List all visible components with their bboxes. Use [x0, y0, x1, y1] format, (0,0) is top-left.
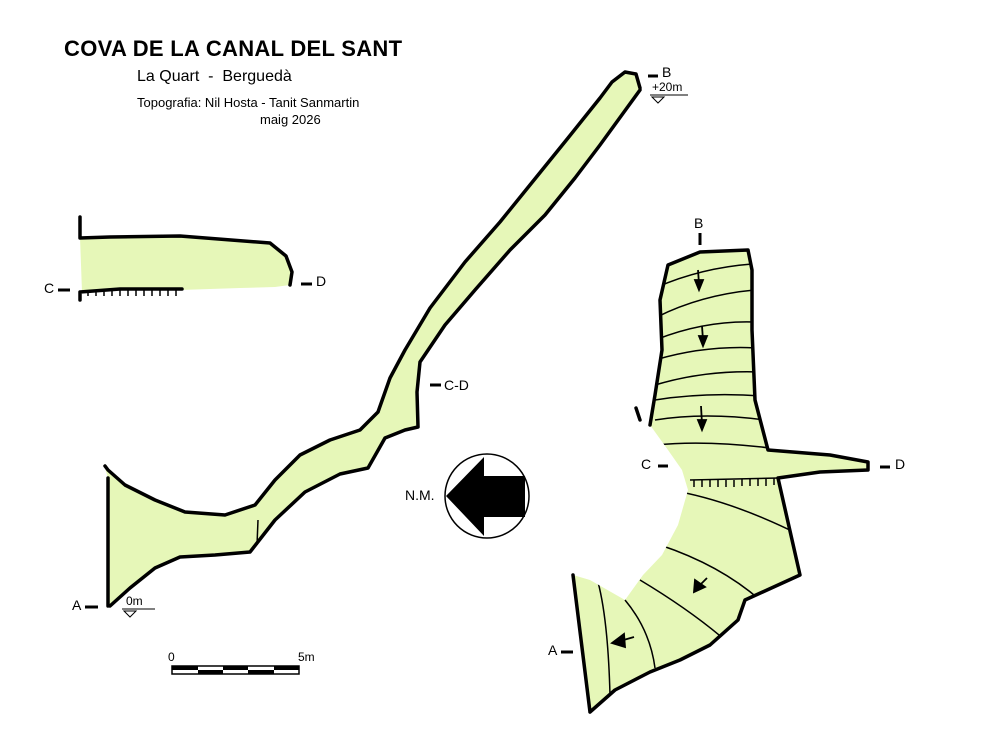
cross-section-hatch: [87, 290, 177, 296]
profile-label-cd: C-D: [444, 377, 469, 393]
profile-lower-wall: [106, 88, 642, 608]
profile-passage-fill: [105, 72, 640, 608]
plan-outline-main: [571, 248, 870, 714]
map-location: La Quart - Berguedà: [137, 68, 292, 85]
cross-section-cd: [58, 215, 312, 302]
cross-section-fill: [80, 236, 292, 292]
scale-bar: [171, 665, 300, 675]
map-authors: Topografia: Nil Hosta - Tanit Sanmartin: [137, 95, 360, 110]
profile-depth-0m: 0m: [126, 594, 143, 608]
plan-hatch: [689, 477, 779, 487]
map-title: COVA DE LA CANAL DEL SANT: [64, 36, 403, 61]
scale-start-label: 0: [168, 650, 175, 664]
plan-fill: [573, 250, 868, 712]
cross-section-label-d: D: [316, 273, 327, 289]
plan-label-c: C: [641, 456, 652, 472]
plan-view: [561, 233, 890, 714]
plan-label-a: A: [548, 642, 558, 658]
datum-0m-marker: [122, 610, 138, 618]
plan-contours: [597, 263, 801, 696]
north-arrow-icon: [444, 453, 530, 539]
profile-label-a: A: [72, 597, 82, 613]
datum-20m-marker: [650, 96, 666, 104]
plan-label-d: D: [895, 456, 906, 472]
cross-section-floor: [78, 287, 184, 302]
north-label: N.M.: [405, 487, 435, 503]
profile-upper-wall: [103, 70, 642, 517]
scale-end-label: 5m: [298, 650, 315, 664]
plan-slope-arrows: [610, 269, 709, 649]
map-date: maig 2026: [260, 112, 321, 127]
cross-section-outline: [78, 215, 294, 287]
plan-label-b: B: [694, 215, 704, 231]
profile-section: [85, 70, 688, 618]
profile-depth-20m: +20m: [652, 80, 683, 94]
profile-label-b: B: [662, 64, 672, 80]
cross-section-label-c: C: [44, 280, 55, 296]
